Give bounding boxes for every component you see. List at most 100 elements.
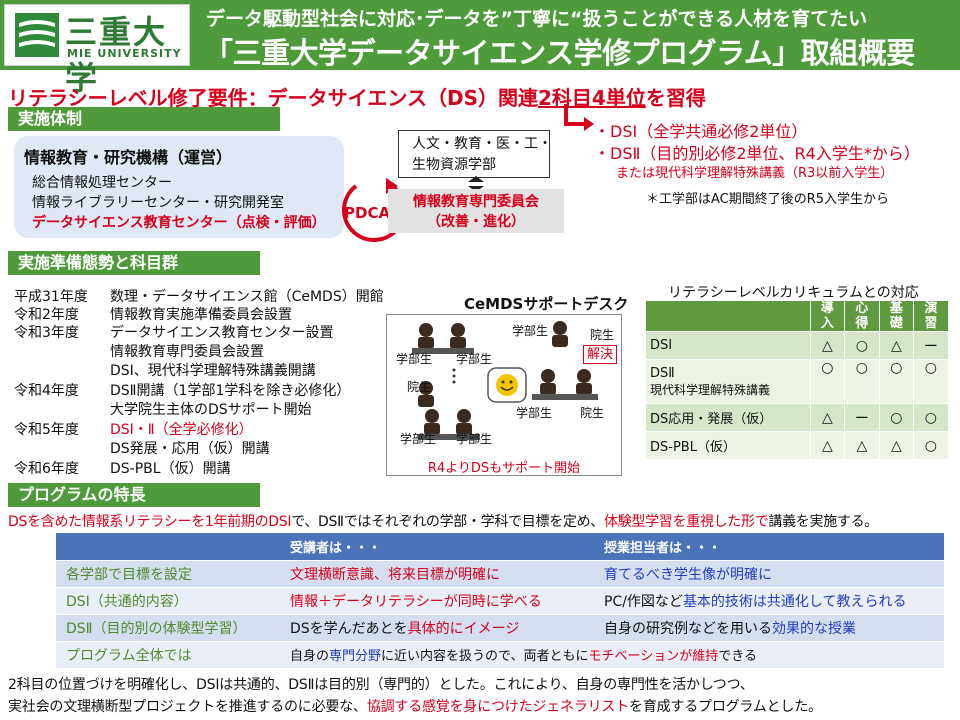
ds2-alternative: または現代科学理解特殊講義（R3以前入学生） <box>616 166 894 181</box>
student-effect: 文理横断意識、将来目標が明確に <box>280 560 594 588</box>
timeline-year: 令和5年度 <box>14 422 79 438</box>
faculties-text: 生物資源学部 <box>412 157 496 173</box>
section-header-implementation: 実施体制 <box>8 107 280 131</box>
committee-role: （改善・進化） <box>427 214 525 230</box>
mark-cell: ○ <box>912 359 950 404</box>
mark-cell: ー <box>843 403 880 432</box>
timeline-year: 令和4年度 <box>14 383 79 399</box>
course-name: DSⅠ <box>645 331 811 360</box>
label-grad: 院生 <box>590 328 615 342</box>
mark-cell: ○ <box>843 331 880 360</box>
faculties-box <box>398 130 550 178</box>
row-label: DSⅠ（共通的内容） <box>56 587 280 615</box>
logo-text-en: MIE UNIVERSITY <box>67 47 182 60</box>
table-header-blank <box>56 533 280 561</box>
table-header-row: 導入 心得 基礎 演習 <box>645 300 950 332</box>
people-illustration <box>412 321 598 440</box>
pdca-label: PDCA <box>344 204 391 222</box>
label-grad: 院生 <box>407 380 432 394</box>
table-header-cell: 心得 <box>843 300 880 332</box>
timeline-item: DS-PBL（仮）開講 <box>110 461 231 477</box>
table-header-cell: 導入 <box>810 300 845 332</box>
requirement-line: リテラシーレベル修了要件：データサイエンス（DS）関連2科目4単位を習得 <box>8 82 706 111</box>
conclusion-line-2: 実社会の文理横断型プロジェクトを推進するのに必要な、協調する感覚を身につけたジェ… <box>8 699 822 715</box>
timeline-item: DSⅠ、現代科学理解特殊講義開講 <box>110 363 316 379</box>
overall-effect: 自身の専門分野に近い内容を扱うので、両者ともにモチベーションが維持できる <box>280 641 944 669</box>
row-label: 各学部で目標を設定 <box>56 560 280 588</box>
engineering-note: ＊工学部はAC期間終了後のR5入学生から <box>646 192 890 207</box>
table-header-cell: 授業担当者は・・・ <box>594 533 944 561</box>
teacher-effect: PC/作図など基本的技術は共通化して教えられる <box>594 587 944 615</box>
page-title: 「三重大学データサイエンス学修プログラム」取組概要 <box>204 36 915 70</box>
label-student: 学部生 <box>456 432 493 446</box>
table-header-blank <box>645 300 811 332</box>
organization-title: 情報教育・研究機構（運営） <box>24 148 233 167</box>
support-desk-note: R4よりDSもサポート開始 <box>427 461 581 476</box>
teacher-effect: 自身の研究例などを用いる効果的な授業 <box>594 614 944 642</box>
timeline-item: 大学院生主体のDSサポート開始 <box>110 402 312 418</box>
requirement-prefix: リテラシーレベル修了要件：データサイエンス（DS）関連 <box>8 86 539 110</box>
mark-cell: ○ <box>878 359 914 404</box>
ds1-requirement: ・DSⅠ（全学共通必修2単位） <box>594 122 808 141</box>
section-header-features: プログラムの特長 <box>8 483 260 507</box>
timeline-year: 令和2年度 <box>14 307 79 323</box>
organization-box <box>14 136 344 238</box>
mark-cell: ○ <box>912 403 950 432</box>
student-effect: DSを学んだあとを具体的にイメージ <box>280 614 594 642</box>
organization-unit: 情報ライブラリーセンター・研究開発室 <box>32 195 284 211</box>
committee-name: 情報教育専門委員会 <box>413 194 539 210</box>
timeline-year: 令和3年度 <box>14 325 79 341</box>
mark-cell: △ <box>878 331 914 360</box>
timeline-item: 情報教育専門委員会設置 <box>110 344 264 360</box>
timeline-year: 令和6年度 <box>14 461 79 477</box>
requirement-highlight: 2科目4単位 <box>538 86 646 110</box>
row-label: DSⅡ（目的別の体験型学習） <box>56 614 280 642</box>
section-header-preparation: 実施準備態勢と科目群 <box>8 251 260 275</box>
committee-box <box>388 189 564 233</box>
mark-cell: △ <box>810 403 845 432</box>
table-header-row: 受講者は・・・ 授業担当者は・・・ <box>56 533 944 561</box>
resolved-badge: 解決 <box>583 345 618 364</box>
mark-cell: ○ <box>878 403 914 432</box>
table-row: DSⅠ △ ○ △ ー <box>645 331 950 360</box>
table-row: 各学部で目標を設定 文理横断意識、将来目標が明確に 育てるべき学生像が明確に <box>56 560 944 588</box>
label-student: 学部生 <box>516 406 553 420</box>
student-effect: 情報＋データリテラシーが同時に学べる <box>280 587 594 615</box>
table-row: DSⅡ（目的別の体験型学習） DSを学んだあとを具体的にイメージ 自身の研究例な… <box>56 614 944 642</box>
mark-cell: △ <box>843 431 880 460</box>
label-student: 学部生 <box>512 324 549 338</box>
table-row: プログラム全体では 自身の専門分野に近い内容を扱うので、両者ともにモチベーション… <box>56 641 944 669</box>
mark-cell: △ <box>810 331 845 360</box>
university-emblem-icon <box>15 13 59 57</box>
timeline-item: 数理・データサイエンス館（CeMDS）開館 <box>110 289 384 305</box>
teacher-effect: 育てるべき学生像が明確に <box>594 560 944 588</box>
header-subtitle: データ駆動型社会に対応･データを”丁寧に“扱うことができる人材を育てたい <box>206 8 868 30</box>
table-row: DS応用・発展（仮） △ ー ○ ○ <box>645 403 950 432</box>
faculties-text: 人文・教育・医・工・ <box>412 136 552 152</box>
course-name: DS-PBL（仮） <box>645 431 811 460</box>
university-logo: 三重大学 MIE UNIVERSITY <box>4 4 190 97</box>
conclusion-line-1: 2科目の位置づけを明確化し、DSⅠは共通的、DSⅡは目的別（専門的）とした。これ… <box>8 677 754 693</box>
mark-cell: ○ <box>843 359 880 404</box>
mark-cell: ○ <box>810 359 845 404</box>
support-desk-title: CeMDSサポートデスク <box>464 295 629 313</box>
timeline-item: データサイエンス教育センター設置 <box>110 325 334 341</box>
mark-cell: ○ <box>912 431 950 460</box>
elbow-arrow-icon <box>564 104 594 131</box>
curriculum-table-title: リテラシーレベルカリキュラムとの対応 <box>668 285 919 301</box>
label-student: 学部生 <box>396 352 433 366</box>
organization-unit-ds-center: データサイエンス教育センター（点検・評価） <box>32 215 326 231</box>
features-summary: DSを含めた情報系リテラシーを1年前期のDSⅠで、DSⅡではそれぞれの学部・学科… <box>8 514 879 530</box>
label-grad: 院生 <box>580 406 605 420</box>
label-student: 学部生 <box>456 352 493 366</box>
table-header-cell: 基礎 <box>878 300 914 332</box>
label-student: 学部生 <box>400 432 437 446</box>
timeline-item: DSⅡ開講（1学部1学科を除き必修化） <box>110 383 351 399</box>
features-table: 受講者は・・・ 授業担当者は・・・ 各学部で目標を設定 文理横断意識、将来目標が… <box>56 533 944 669</box>
mark-cell: ー <box>912 331 950 360</box>
logo-text-jp: 三重大学 <box>65 13 168 97</box>
table-header-cell: 演習 <box>912 300 950 332</box>
